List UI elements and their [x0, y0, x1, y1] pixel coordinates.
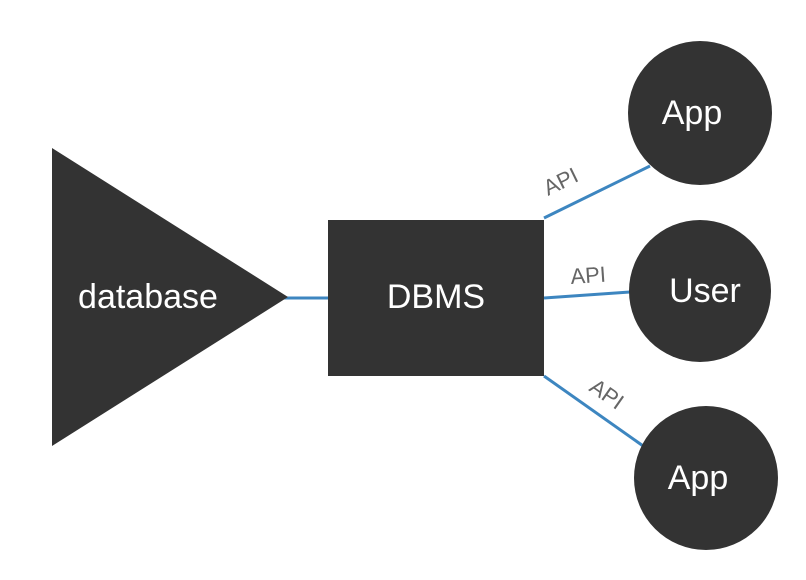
app-bottom-node — [634, 406, 778, 550]
edge-dbms-user — [543, 290, 631, 300]
user-label: User — [669, 272, 741, 310]
database-label: database — [78, 278, 218, 316]
edge-dbms-app-bottom — [543, 374, 647, 450]
app-bottom-label: App — [668, 459, 729, 497]
app-top-label: App — [662, 94, 723, 132]
user-node — [629, 220, 771, 362]
app-top-node — [628, 41, 772, 185]
edge-label-user: API — [570, 262, 607, 289]
dbms-node — [328, 220, 544, 376]
dbms-label: DBMS — [387, 278, 485, 316]
edge-label-app-top: API — [539, 162, 582, 200]
edge-dbms-app-top — [543, 164, 651, 220]
database-node — [52, 148, 288, 446]
